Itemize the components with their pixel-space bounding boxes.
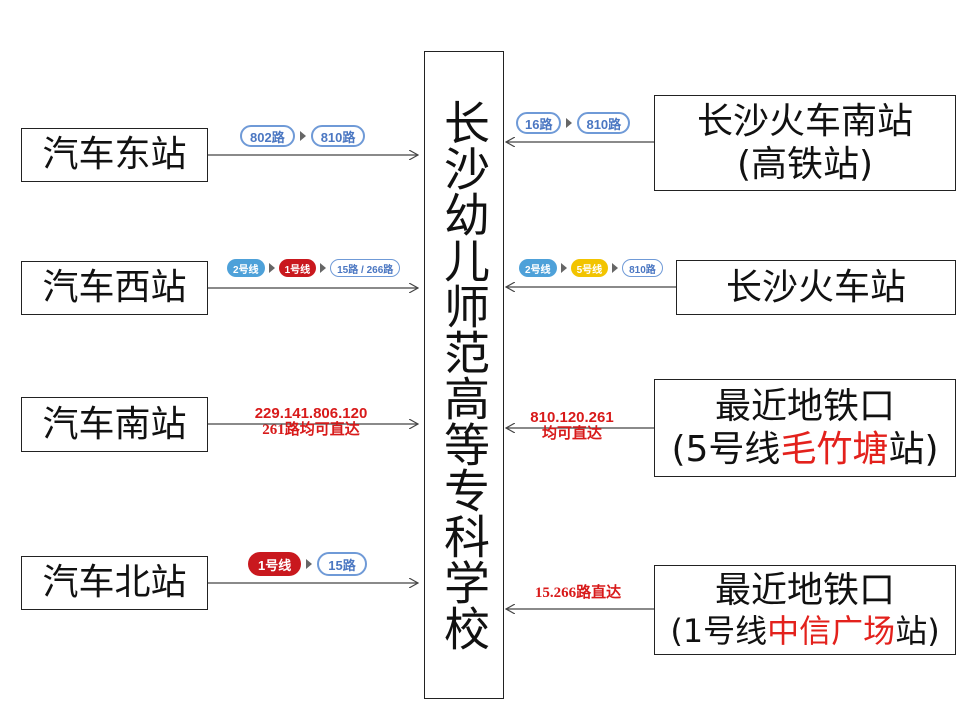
dest-subtitle-suffix: 站) [888, 429, 939, 470]
bus-route-pill: 810路 [310, 125, 366, 147]
dest-subtitle: (高铁站) [736, 144, 874, 185]
station-box-south: 汽车南站 [21, 397, 208, 452]
dest-box-maozhutang: 最近地铁口 (5号线毛竹塘站) [654, 379, 956, 477]
dest-subtitle-prefix: (5号线 [671, 429, 781, 470]
dest-title: 长沙火车站 [725, 266, 906, 308]
bus-route-pill: 810路 [577, 112, 631, 134]
metro-line-1-pill: 1号线 [248, 552, 302, 576]
bus-route-pill: 802路 [240, 125, 295, 147]
dest-title: 最近地铁口 [714, 385, 895, 427]
transfer-arrow-icon [306, 559, 313, 569]
station-name-south: 汽车南站 [42, 403, 187, 445]
bus-route-pill: 810路 [622, 259, 663, 277]
school-name: 长沙幼儿师范高等专科学校 [437, 99, 491, 651]
metro-line-2-pill: 2号线 [519, 259, 557, 277]
dest-box-changsha-train: 长沙火车站 [676, 260, 956, 315]
school-box: 长沙幼儿师范高等专科学校 [424, 51, 504, 699]
station-box-north: 汽车北站 [21, 556, 208, 610]
transfer-arrow-icon [612, 263, 619, 273]
dest-title: 最近地铁口 [714, 570, 895, 612]
route-east: 802路 810路 [240, 125, 366, 147]
dest-subtitle: (1号线中信广场站) [670, 612, 939, 650]
metro-line-5-pill: 5号线 [570, 259, 609, 277]
station-name-west: 汽车西站 [42, 267, 187, 309]
metro-line-2-pill: 2号线 [227, 259, 265, 277]
metro-line-1-pill: 1号线 [278, 259, 317, 277]
dest-subtitle: (5号线毛竹塘站) [671, 428, 938, 471]
station-box-west: 汽车西站 [21, 261, 208, 315]
route-north: 1号线 15路 [248, 552, 367, 576]
dest-title: 长沙火车南站 [696, 100, 913, 142]
dest-subtitle-suffix: 站) [895, 612, 940, 651]
dest-subtitle-highlight: 毛竹塘 [780, 429, 889, 470]
route-note-line: 15.266路直达 [534, 585, 622, 601]
transfer-arrow-icon [560, 263, 567, 273]
route-note-line: 229.141.806.120 [254, 405, 368, 422]
route-note-south: 229.141.806.120 261路均可直达 [240, 405, 382, 440]
bus-route-pill: 16路 [516, 112, 562, 134]
route-note-line: 810.120.261 [530, 409, 614, 426]
route-note-maozhutang: 810.120.261 均可直达 [522, 409, 622, 444]
dest-box-changsha-south-rail: 长沙火车南站 (高铁站) [654, 95, 956, 191]
transfer-arrow-icon [566, 118, 573, 128]
route-west: 2号线 1号线 15路 / 266路 [227, 259, 401, 277]
route-note-line: 均可直达 [541, 426, 602, 443]
dest-subtitle-prefix: (1号线 [670, 612, 768, 651]
dest-box-zhongxin: 最近地铁口 (1号线中信广场站) [654, 565, 956, 655]
station-box-east: 汽车东站 [21, 128, 208, 182]
bus-route-pill: 15路 / 266路 [330, 259, 401, 277]
transfer-arrow-icon [299, 131, 306, 141]
bus-route-pill: 15路 [317, 552, 367, 576]
station-name-north: 汽车北站 [42, 562, 187, 604]
route-note-zhongxin: 15.266路直达 [520, 585, 636, 602]
transfer-arrow-icon [268, 263, 275, 273]
route-south-rail: 16路 810路 [516, 112, 631, 134]
route-note-line: 261路均可直达 [262, 422, 360, 439]
dest-subtitle-highlight: 中信广场 [767, 612, 896, 651]
transfer-arrow-icon [320, 263, 327, 273]
station-name-east: 汽车东站 [42, 134, 187, 176]
route-train: 2号线 5号线 810路 [519, 259, 663, 277]
